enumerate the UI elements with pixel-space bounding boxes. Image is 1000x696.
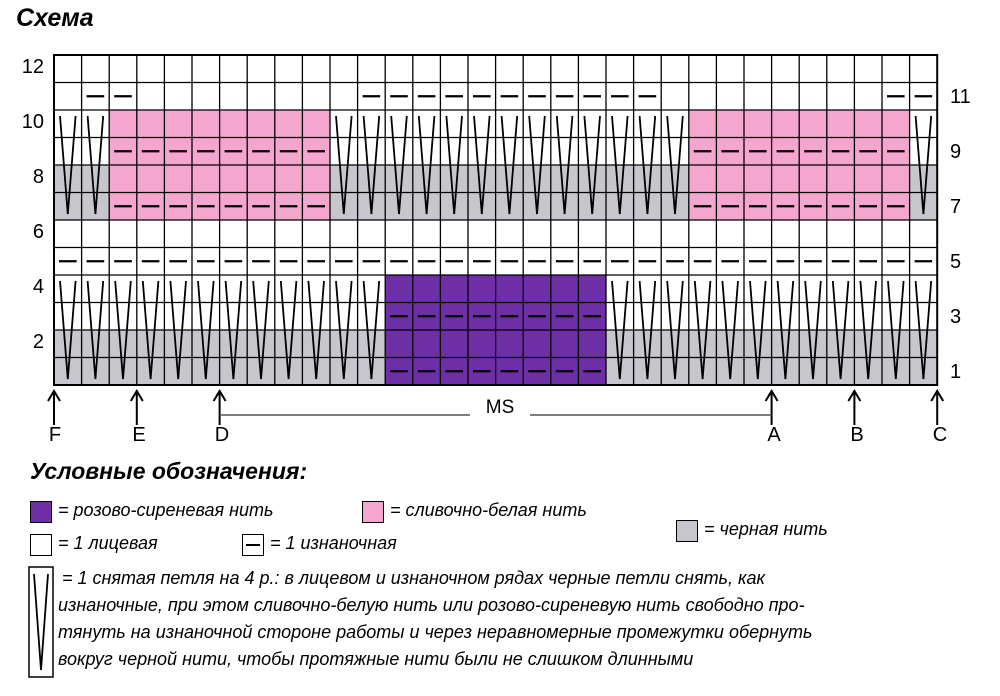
slip-note-line-2: изнаночные, при этом сливочно-белую нить… <box>58 595 805 615</box>
knitting-chart <box>47 54 945 425</box>
slip-stitch-icon <box>28 566 54 678</box>
slip-stitch-mark <box>555 115 574 215</box>
slip-stitch-mark <box>693 280 712 380</box>
slip-stitch-mark <box>914 115 933 215</box>
marker-e: E <box>132 424 146 446</box>
slip-stitch-mark <box>362 115 381 215</box>
purple-swatch <box>30 501 52 523</box>
marker-d: D <box>214 424 230 446</box>
purl-swatch <box>242 534 264 556</box>
arrow-up-icon <box>212 389 227 402</box>
slip-stitch-mark <box>859 280 877 380</box>
row-number-7: 7 <box>950 196 962 218</box>
marker-b: B <box>850 424 864 446</box>
slip-stitch-mark <box>887 280 905 380</box>
pink-legend-label: = сливочно-белая нить <box>390 500 587 520</box>
slip-stitch-mark <box>500 115 519 215</box>
row-number-11: 11 <box>950 86 971 108</box>
legend-title: Условные обозначения: <box>30 458 308 484</box>
slip-stitch-mark <box>445 115 463 215</box>
slip-stitch-mark <box>611 280 629 380</box>
knit-legend-label: = 1 лицевая <box>58 533 158 553</box>
slip-stitch-mark <box>721 280 739 380</box>
slip-stitch-mark <box>197 280 215 380</box>
slip-stitch-mark <box>335 280 353 380</box>
slip-stitch-mark <box>86 115 105 215</box>
slip-stitch-mark <box>804 280 822 380</box>
row-number-12: 12 <box>21 56 44 78</box>
slip-note-line-3: тянуть на изнаночной стороне работы и че… <box>58 622 813 642</box>
slip-stitch-mark <box>59 280 77 380</box>
row-number-5: 5 <box>950 251 962 273</box>
marker-f: F <box>48 424 62 446</box>
slip-stitch-mark <box>749 280 767 380</box>
row-number-6: 6 <box>32 221 44 243</box>
row-number-1: 1 <box>950 361 962 383</box>
arrow-up-icon <box>764 389 779 402</box>
slip-stitch-mark <box>611 115 629 215</box>
slip-stitch-mark <box>473 115 491 215</box>
slip-stitch-mark <box>528 115 546 215</box>
pink-swatch <box>362 501 384 523</box>
gray-swatch <box>676 520 698 542</box>
repeat-label: MS <box>470 397 530 419</box>
purl-legend-label: = 1 изнаночная <box>270 533 397 553</box>
slip-stitch-mark <box>307 280 325 380</box>
slip-stitch-mark <box>583 115 601 215</box>
slip-stitch-mark <box>252 280 270 380</box>
chart-border <box>53 54 939 386</box>
slip-note-line-1: = 1 снятая петля на 4 р.: в лицевом и из… <box>62 568 766 588</box>
marker-a: A <box>767 424 781 446</box>
purl-dash-icon <box>246 544 260 546</box>
slip-stitch-mark <box>59 115 77 215</box>
slip-stitch-mark <box>390 115 408 215</box>
slip-stitch-mark <box>224 280 243 380</box>
chart-title: Схема <box>16 4 94 32</box>
row-number-8: 8 <box>32 166 44 188</box>
arrow-up-icon <box>47 389 61 402</box>
arrow-up-icon <box>930 389 945 402</box>
slip-stitch-mark <box>335 115 353 215</box>
slip-stitch-mark <box>638 115 657 215</box>
slip-stitch-mark <box>362 280 381 380</box>
marker-c: C <box>932 424 948 446</box>
row-number-9: 9 <box>950 141 962 163</box>
slip-stitch-mark <box>914 280 933 380</box>
arrow-up-icon <box>847 389 862 402</box>
slip-stitch-mark <box>169 280 187 380</box>
slip-stitch-mark <box>114 280 132 380</box>
slip-stitch-mark <box>666 115 684 215</box>
slip-note-line-4: вокруг черной нити, чтобы протяжные нити… <box>58 649 694 669</box>
slip-stitch-mark <box>638 280 657 380</box>
slip-stitch-mark <box>86 280 105 380</box>
slip-stitch-mark <box>776 280 795 380</box>
row-number-4: 4 <box>32 276 44 298</box>
slip-stitch-mark <box>666 280 684 380</box>
slip-stitch-mark <box>279 280 298 380</box>
slip-stitch-mark <box>141 280 160 380</box>
arrow-up-icon <box>129 389 144 402</box>
purple-legend-label: = розово-сиреневая нить <box>58 500 274 520</box>
knit-swatch <box>30 534 52 556</box>
row-number-2: 2 <box>32 331 44 353</box>
slip-stitch-mark <box>831 280 850 380</box>
row-number-10: 10 <box>21 111 44 133</box>
row-number-3: 3 <box>950 306 962 328</box>
slip-stitch-mark <box>417 115 436 215</box>
gray-legend-label: = черная нить <box>704 519 828 539</box>
